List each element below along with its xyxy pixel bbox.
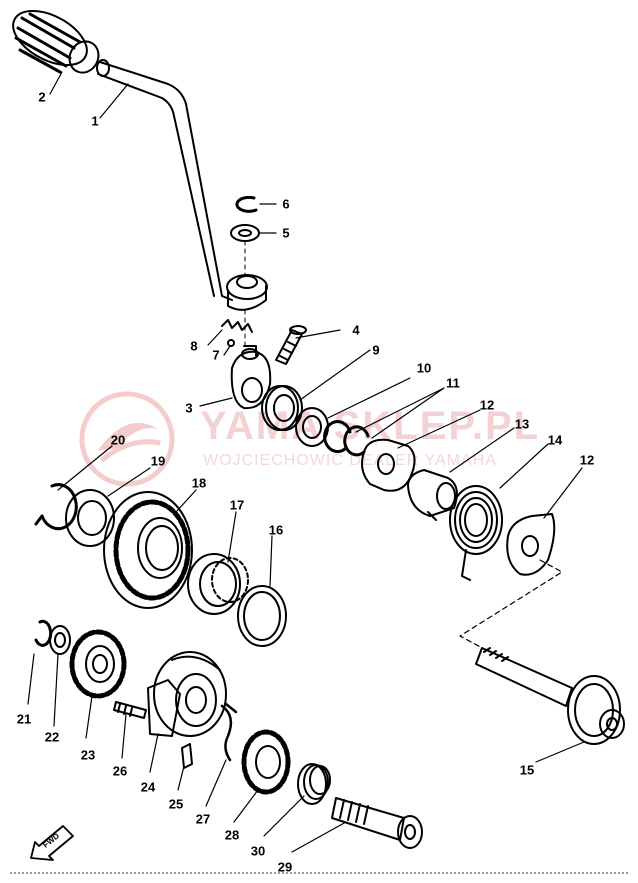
circlip-6 xyxy=(235,195,258,213)
callout-1: 1 xyxy=(91,113,99,129)
callout-2: 2 xyxy=(38,89,46,105)
pin-25 xyxy=(181,743,193,769)
circlip-11a xyxy=(323,420,352,454)
clip-27 xyxy=(220,702,238,762)
leader-lines xyxy=(27,71,585,853)
plate-washer-12b xyxy=(506,513,556,576)
circlip-21 xyxy=(34,619,53,647)
spring-guide-13 xyxy=(407,469,458,521)
callout-30: 30 xyxy=(250,843,266,859)
kick-gear-18 xyxy=(103,491,193,609)
plate-washer-12a xyxy=(361,438,416,492)
callout-23: 23 xyxy=(80,747,96,763)
kick-lever xyxy=(96,59,268,311)
circlip-20 xyxy=(34,483,78,531)
callout-4: 4 xyxy=(352,322,360,338)
callout-16: 16 xyxy=(268,522,284,538)
washer-16 xyxy=(237,585,287,647)
callout-5: 5 xyxy=(282,225,290,241)
needle-bearing-17 xyxy=(187,553,249,615)
washer-22 xyxy=(49,625,71,655)
callout-19: 19 xyxy=(150,453,166,469)
torsion-spring-14 xyxy=(449,485,503,581)
callout-14: 14 xyxy=(547,432,563,448)
spring-8 xyxy=(221,319,253,333)
callout-13: 13 xyxy=(514,416,530,432)
bolt-4 xyxy=(275,325,307,365)
callout-9: 9 xyxy=(372,342,380,358)
washer-10 xyxy=(295,407,329,447)
watermark-logo-icon xyxy=(79,391,175,487)
callout-11: 11 xyxy=(446,375,460,391)
callout-12a: 12 xyxy=(479,397,495,413)
callout-25: 25 xyxy=(168,796,184,812)
callout-20: 20 xyxy=(110,432,126,448)
bottom-divider xyxy=(10,872,628,878)
idle-gear-23 xyxy=(69,629,127,699)
callout-29: 29 xyxy=(277,859,293,875)
kick-grip xyxy=(12,9,100,74)
ball-7 xyxy=(227,339,235,347)
washer-19 xyxy=(65,489,115,547)
washer-5 xyxy=(230,224,260,242)
callout-3: 3 xyxy=(185,400,193,416)
callout-6: 6 xyxy=(282,196,290,212)
callout-27: 27 xyxy=(195,811,211,827)
callout-24: 24 xyxy=(140,779,156,795)
callout-18: 18 xyxy=(191,475,207,491)
watermark-subtitle: WOJCIECHOWIC DEALER YAMAHA xyxy=(203,452,497,469)
shaft-29 xyxy=(331,797,423,849)
callout-15: 15 xyxy=(519,762,535,778)
kick-shaft-15 xyxy=(475,647,625,745)
callout-12b: 12 xyxy=(579,452,595,468)
kick-boss-3 xyxy=(230,345,272,410)
callout-26: 26 xyxy=(112,763,128,779)
spring-30 xyxy=(297,763,331,805)
callout-10: 10 xyxy=(416,360,432,376)
callout-28: 28 xyxy=(224,827,240,843)
gear-28 xyxy=(241,729,291,795)
forward-arrow-icon xyxy=(30,825,74,861)
callout-17: 17 xyxy=(229,497,245,513)
callout-22: 22 xyxy=(44,729,60,745)
callout-7: 7 xyxy=(212,347,220,363)
callout-21: 21 xyxy=(16,711,32,727)
bolt-26 xyxy=(113,701,147,719)
callout-8: 8 xyxy=(190,338,198,354)
oil-seal-9 xyxy=(261,385,303,431)
ratchet-housing-24 xyxy=(147,651,227,737)
